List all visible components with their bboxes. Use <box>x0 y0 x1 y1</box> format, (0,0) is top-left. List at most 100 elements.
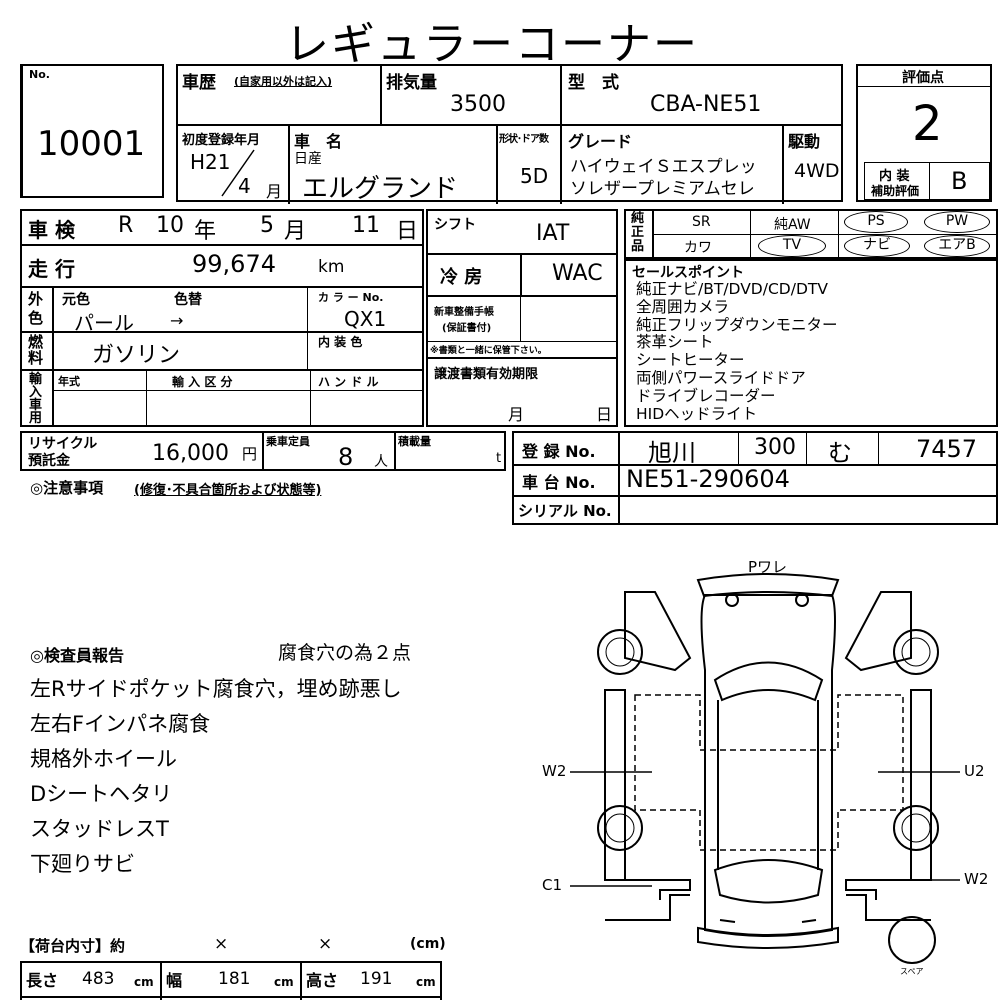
cargo-cm: cm <box>274 975 294 989</box>
page-title: レギュラーコーナー <box>285 19 699 70</box>
genuine-tv: TV <box>758 235 826 257</box>
diagram-w2-left: W2 <box>542 762 567 780</box>
cargo-unit: (cm) <box>410 936 446 952</box>
mileage-label: 走 行 <box>28 257 75 281</box>
lot-number-value: 10001 <box>37 124 146 164</box>
genuine-leather: カワ <box>684 240 712 256</box>
inspection-day-unit: 日 <box>396 219 419 244</box>
body-label: 形状･ドア数 <box>499 134 549 145</box>
first-reg-label: 初度登録年月 <box>182 133 261 148</box>
inspector-line: 規格外ホイール <box>30 747 177 771</box>
recycle-row: リサイクル 預託金 16,000 円 乗車定員 8 人 積載量 t <box>20 431 506 471</box>
selling-point-item: 全周囲カメラ <box>636 297 730 316</box>
recycle-unit: 円 <box>242 445 258 463</box>
drive-value: 4WD <box>794 160 840 182</box>
diagram-top-label: Pワレ <box>748 558 788 576</box>
inspection-year-unit: 年 <box>194 219 217 244</box>
inspector-line: 左右Fインパネ腐食 <box>30 712 211 736</box>
cargo-height: 191 <box>360 969 393 989</box>
genuine-ps: PS <box>844 211 908 233</box>
registration-kana: む <box>828 439 852 467</box>
inspection-day: 11 <box>352 213 380 238</box>
selling-points-box: セールスポイント 純正ナビ/BT/DVD/CD/DTV 全周囲カメラ 純正フリッ… <box>624 259 998 427</box>
cargo-length: 483 <box>82 969 115 989</box>
mileage-unit: km <box>318 257 345 277</box>
mileage-value: 99,674 <box>192 250 276 278</box>
selling-point-item: 純正フリップダウンモニター <box>636 315 838 334</box>
genuine-navi: ナビ <box>844 235 910 257</box>
score-label: 評価点 <box>902 70 944 86</box>
first-reg-era: H21 <box>190 150 231 174</box>
drive-label: 駆動 <box>788 132 821 151</box>
lot-number-box: No. 10001 <box>20 64 164 198</box>
score-value: 2 <box>912 96 943 152</box>
lot-number-label: No. <box>29 68 50 81</box>
cargo-x2: × <box>318 934 333 954</box>
inspector-label: ◎検査員報告 <box>30 646 124 665</box>
shift-label: シフト <box>434 217 476 233</box>
inspection-year: 10 <box>156 213 184 238</box>
inspector-line: 下廻りサビ <box>30 852 135 876</box>
exterior-color-label: 外色 <box>28 290 44 327</box>
import-label: 輸入車用 <box>29 372 43 426</box>
car-damage-diagram: Pワレ W2 U2 C1 W2 スペア <box>520 550 998 980</box>
first-reg-month: 4 <box>238 174 251 198</box>
slash-icon <box>221 149 255 197</box>
import-year-label: 年式 <box>58 375 80 388</box>
notes-sub: (修復･不具合箇所および状態等) <box>134 483 322 498</box>
diagram-c1: C1 <box>542 876 563 894</box>
selling-point-item: HIDヘッドライト <box>636 404 758 423</box>
orig-color-label: 元色 <box>62 292 90 308</box>
diagram-spare-label: スペア <box>900 967 924 976</box>
history-label: 車歴 <box>182 73 216 93</box>
serial-label: シリアル No. <box>518 502 612 520</box>
cargo-cm: cm <box>416 975 436 989</box>
genuine-airbag: エアB <box>924 235 990 257</box>
new-car-docs-label1: 新車整備手帳 <box>434 307 494 318</box>
color-change-label: 色替 <box>174 292 202 308</box>
grade-line1: ハイウェイＳエスプレッ <box>570 157 757 177</box>
diagram-w2-right: W2 <box>964 870 989 888</box>
interior-color-label: 内 装 色 <box>318 335 363 349</box>
shift-value: IAT <box>536 221 570 246</box>
model-label: 型 式 <box>568 73 619 93</box>
displacement-value: 3500 <box>450 92 506 117</box>
car-name-label: 車 名 <box>294 132 343 151</box>
aircon-label: 冷 房 <box>440 267 483 288</box>
cargo-dimensions-box: 長さ 483 cm 幅 181 cm 高さ 191 cm <box>20 961 442 1000</box>
color-arrow: → <box>170 311 184 330</box>
selling-points-label: セールスポイント <box>632 265 744 281</box>
chassis-label: 車 台 No. <box>522 473 596 492</box>
equipment-grid: シフト IAT 冷 房 WAC 新車整備手帳 (保証書付) ※書類と一緒に保管下… <box>426 209 618 427</box>
fuel-label: 燃料 <box>28 333 44 367</box>
history-sub: (自家用以外は記入) <box>234 75 333 88</box>
color-code-value: QX1 <box>344 307 387 331</box>
notes-label: ◎注意事項 <box>30 479 104 497</box>
vehicle-info-grid: 車歴 (自家用以外は記入) 排気量 3500 型 式 CBA-NE51 初度登録… <box>176 64 843 204</box>
inspector-line: 左Rサイドポケット腐食穴，埋め跡悪し <box>30 677 402 701</box>
grade-line2: ソレザープレミアムセレ <box>570 179 755 199</box>
registration-grid: 登 録 No. 旭川 300 む 7457 車 台 No. NE51-29060… <box>512 431 998 525</box>
genuine-aw: 純AW <box>774 217 811 233</box>
cargo-width: 181 <box>218 969 251 989</box>
registration-area: 旭川 <box>648 439 696 467</box>
grade-label: グレード <box>568 132 633 151</box>
inspection-label: 車 検 <box>28 218 75 242</box>
recycle-label2: 預託金 <box>28 453 70 469</box>
interior-eval-label2: 補助評価 <box>871 184 920 198</box>
genuine-equipment-box: 純正品 SR 純AW PS PW カワ TV ナビ エアB <box>624 209 998 259</box>
car-outline-icon <box>570 573 960 964</box>
cargo-length-label: 長さ <box>26 971 59 990</box>
registration-label: 登 録 No. <box>522 442 596 461</box>
fuel-value: ガソリン <box>92 343 181 368</box>
recycle-value: 16,000 <box>152 441 229 466</box>
aircon-value: WAC <box>552 261 603 286</box>
genuine-sr: SR <box>692 214 711 230</box>
import-handle-label: ハ ン ド ル <box>318 375 379 389</box>
registration-class: 300 <box>754 435 796 460</box>
interior-eval-value: B <box>951 167 968 195</box>
load-label: 積載量 <box>398 435 431 448</box>
inspection-month: 5 <box>260 213 274 238</box>
inspector-line: Dシートヘタリ <box>30 782 173 806</box>
selling-point-item: シートヒーター <box>636 351 745 370</box>
